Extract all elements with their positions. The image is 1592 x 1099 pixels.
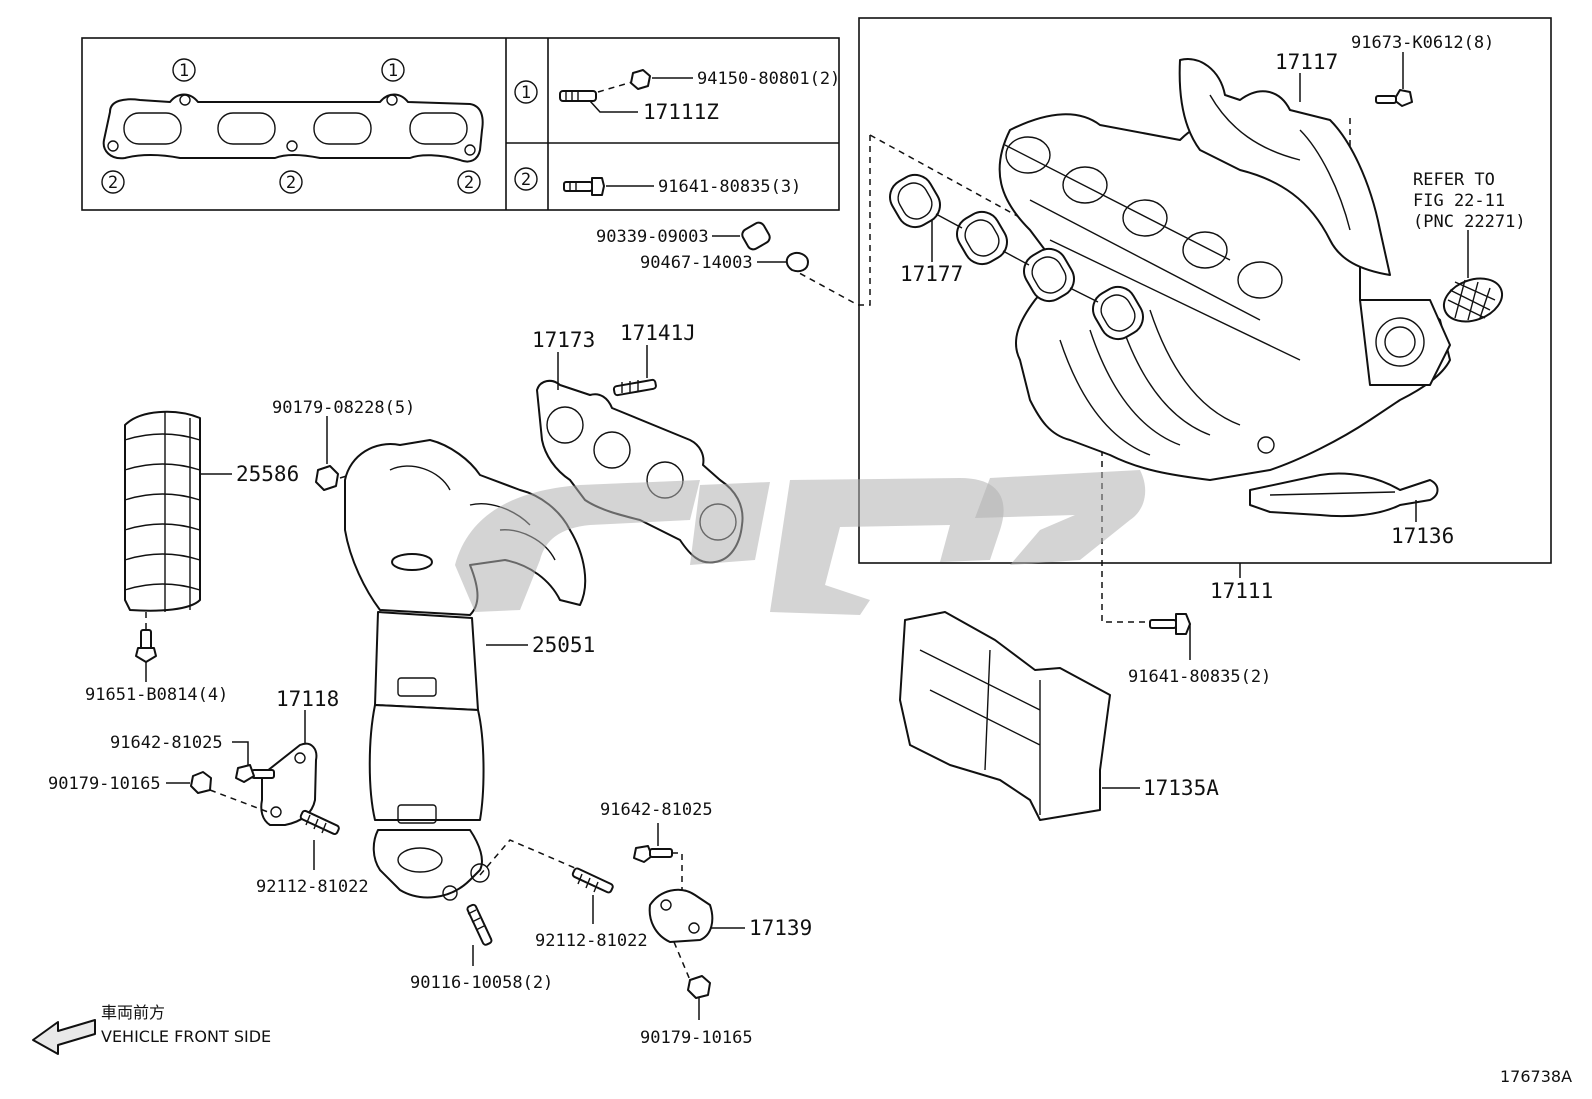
legend-box: 1 1 2 2 2 1 2 bbox=[81, 37, 840, 211]
callout-1-right: 1 bbox=[381, 58, 405, 82]
label-91651-b0814: 91651-B0814(4) bbox=[85, 685, 228, 705]
bolt-91642-b-drawing bbox=[633, 845, 673, 863]
insulator-17136-drawing bbox=[1249, 472, 1439, 518]
stud-92112-b-drawing bbox=[571, 867, 614, 894]
callout-2-right: 2 bbox=[457, 170, 481, 194]
callout-2-left: 2 bbox=[101, 170, 125, 194]
vehicle-front-arrow-icon bbox=[32, 1019, 96, 1055]
nut-90179-10165-a-drawing bbox=[190, 771, 212, 794]
bracket-17139-drawing bbox=[648, 888, 714, 943]
refer-note-line-1: REFER TO bbox=[1413, 170, 1495, 190]
bolt-91651-drawing bbox=[135, 612, 157, 682]
insulator-25586-drawing bbox=[124, 410, 201, 612]
intake-manifold-drawing bbox=[998, 113, 1451, 481]
svg-text:1: 1 bbox=[179, 61, 189, 81]
bolt-91673-drawing bbox=[1375, 52, 1413, 107]
stud-17111z-drawing bbox=[559, 69, 651, 102]
label-90179-10165-b: 90179-10165 bbox=[640, 1028, 753, 1048]
label-17117: 17117 bbox=[1275, 50, 1338, 74]
label-17135a: 17135A bbox=[1143, 776, 1219, 800]
label-17111z: 17111Z bbox=[643, 100, 719, 124]
watermark-logo bbox=[455, 470, 1146, 615]
label-90179-10165-a: 90179-10165 bbox=[48, 774, 161, 794]
label-90116-10058: 90116-10058(2) bbox=[410, 973, 553, 993]
svg-text:2: 2 bbox=[108, 173, 118, 193]
direction-japanese: 車両前方 bbox=[101, 1003, 165, 1022]
figure-id: 176738A bbox=[1500, 1067, 1572, 1086]
label-90179-08228: 90179-08228(5) bbox=[272, 398, 415, 418]
exhaust-gasket-drawing bbox=[102, 93, 484, 163]
stud-17141j-drawing bbox=[612, 378, 657, 397]
intake-manifold-box: 17117 91673-K0612(8) 17177 REFER TO FIG … bbox=[789, 17, 1552, 623]
bolt-91642-a-drawing bbox=[235, 764, 275, 783]
label-91641-80835-3: 91641-80835(3) bbox=[658, 177, 801, 197]
svg-text:2: 2 bbox=[464, 173, 474, 193]
label-90339-09003: 90339-09003 bbox=[596, 227, 709, 247]
label-17177: 17177 bbox=[900, 262, 963, 286]
svg-text:2: 2 bbox=[286, 173, 296, 193]
legend-row2-callout: 2 bbox=[514, 167, 538, 191]
label-17111-group: 17111 bbox=[1210, 579, 1273, 603]
label-17118: 17118 bbox=[276, 687, 339, 711]
nut-90179-08228-drawing bbox=[315, 465, 339, 491]
label-17136: 17136 bbox=[1391, 524, 1454, 548]
stud-92112-a-drawing bbox=[299, 809, 340, 835]
callout-1-left: 1 bbox=[172, 58, 196, 82]
label-91642-81025-a: 91642-81025 bbox=[110, 733, 223, 753]
exhaust-manifold-25051-drawing bbox=[344, 439, 587, 901]
hose-90339-drawing bbox=[741, 221, 771, 251]
bolt-91641-drawing bbox=[563, 177, 605, 196]
svg-text:1: 1 bbox=[521, 83, 531, 103]
label-91673-k0612: 91673-K0612(8) bbox=[1351, 33, 1494, 53]
refer-note-line-3: (PNC 22271) bbox=[1413, 212, 1526, 232]
refer-note-line-2: FIG 22-11 bbox=[1413, 191, 1505, 211]
label-17139: 17139 bbox=[749, 916, 812, 940]
label-25051: 25051 bbox=[532, 633, 595, 657]
svg-text:2: 2 bbox=[521, 170, 531, 190]
clamp-90467-drawing bbox=[785, 252, 809, 273]
label-94150-80801: 94150-80801(2) bbox=[697, 69, 840, 89]
direction-english: VEHICLE FRONT SIDE bbox=[101, 1027, 271, 1046]
mesh-screen-drawing bbox=[1442, 277, 1504, 323]
label-90467-14003: 90467-14003 bbox=[640, 253, 753, 273]
label-92112-81022-a: 92112-81022 bbox=[256, 877, 369, 897]
legend-row1-callout: 1 bbox=[514, 80, 538, 104]
stud-90116-drawing bbox=[466, 903, 493, 946]
bolt-91641-80835-2-drawing bbox=[1149, 613, 1191, 635]
label-17141j: 17141J bbox=[620, 321, 696, 345]
svg-text:1: 1 bbox=[388, 61, 398, 81]
insulator-17117-drawing bbox=[1178, 58, 1391, 276]
callout-2-middle: 2 bbox=[279, 170, 303, 194]
label-91641-80835-2: 91641-80835(2) bbox=[1128, 667, 1271, 687]
gasket-17177-drawing bbox=[889, 173, 1144, 341]
label-17173: 17173 bbox=[532, 328, 595, 352]
label-25586: 25586 bbox=[236, 462, 299, 486]
label-91642-81025-b: 91642-81025 bbox=[600, 800, 713, 820]
label-92112-81022-b: 92112-81022 bbox=[535, 931, 648, 951]
insulator-17135a-drawing bbox=[899, 611, 1111, 821]
nut-90179-10165-b-drawing bbox=[687, 975, 711, 999]
